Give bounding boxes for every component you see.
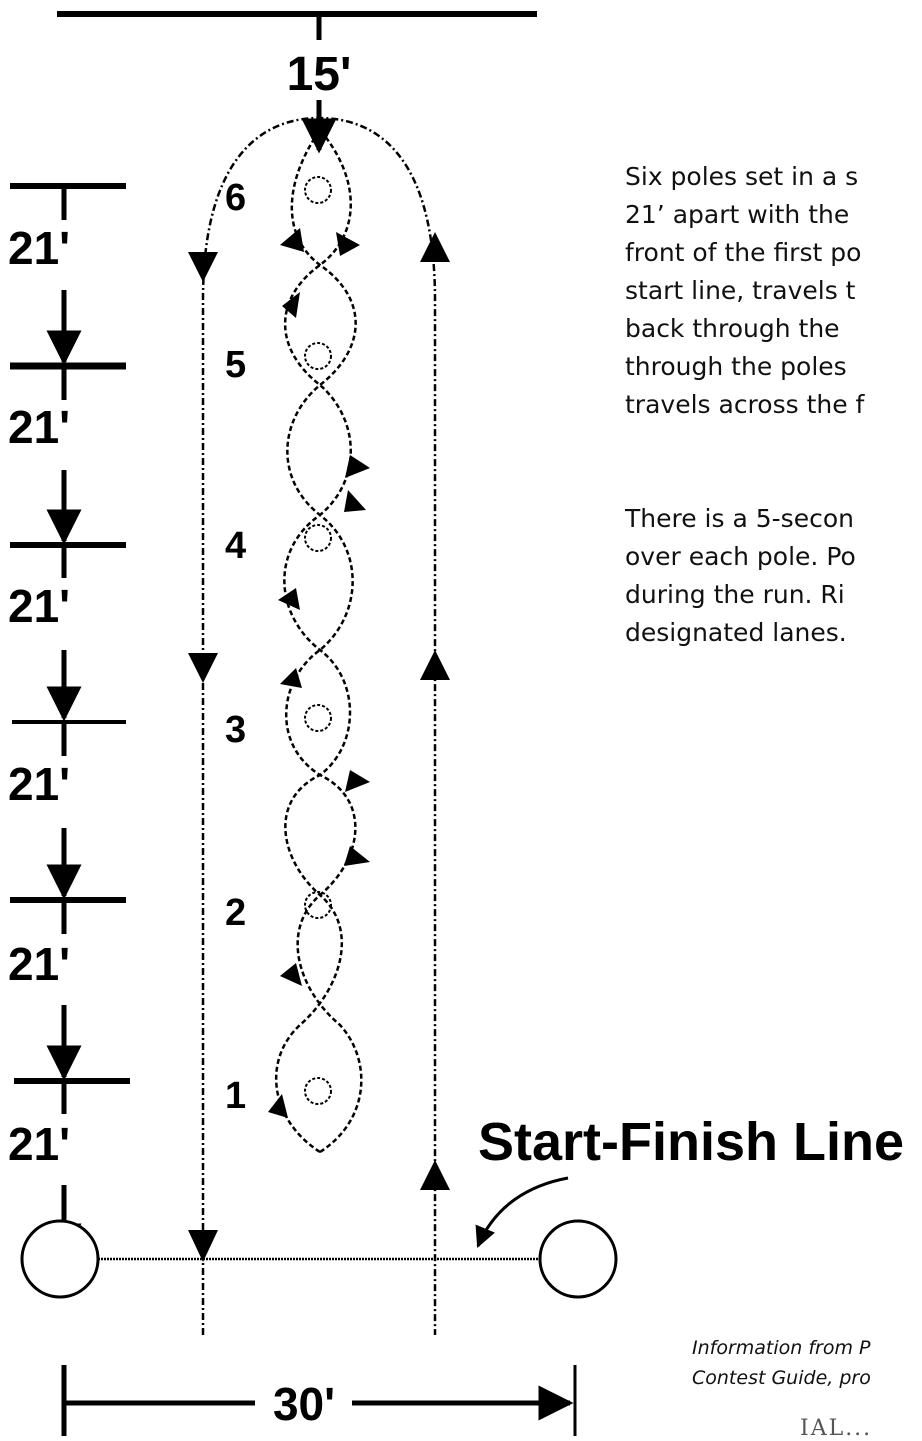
logo-fragment: IAL... — [800, 1416, 873, 1441]
pole-3 — [304, 704, 332, 732]
weave-arrow — [280, 963, 302, 986]
outer-run-path — [201, 116, 437, 1335]
pole-number: 3 — [225, 709, 246, 751]
weave-arrow — [344, 490, 366, 512]
source-credit: Information from P Contest Guide, pro — [692, 1337, 871, 1389]
description-text: Six poles set in a s 21’ apart with the … — [625, 158, 864, 424]
pole-6 — [304, 176, 332, 204]
pole-number: 1 — [225, 1075, 246, 1117]
weave-arrow — [345, 455, 370, 478]
poles — [304, 176, 332, 1105]
weave-arrow — [280, 668, 302, 688]
weave-arrow — [268, 1094, 288, 1118]
top-dimension-label: 15' — [287, 48, 352, 101]
weave-arrow — [336, 232, 360, 256]
spacing-dimension-ladder — [10, 183, 130, 1259]
start-finish-label: Start-Finish Line — [478, 1112, 904, 1172]
weave-arrow — [278, 588, 300, 610]
pole-5 — [304, 342, 332, 370]
pole-number: 2 — [225, 892, 246, 934]
pole-4 — [304, 524, 332, 552]
spacing-label: 21' — [8, 938, 70, 990]
weave-arrow — [282, 292, 300, 318]
spacing-label: 21' — [8, 1118, 70, 1170]
outer-path-arrow — [420, 650, 450, 680]
start-finish-pointer — [475, 1176, 569, 1248]
description-paragraph-1: Six poles set in a s 21’ apart with the … — [625, 162, 865, 419]
description-paragraph-2: There is a 5-secon over each pole. Po du… — [625, 504, 856, 647]
weave-path — [274, 127, 363, 1154]
outer-path-arrow — [420, 232, 450, 262]
outer-path-arrow — [188, 653, 218, 683]
pole-2 — [304, 891, 332, 919]
weave-arrow — [345, 770, 370, 792]
weave-arrow — [280, 228, 304, 252]
pole-number: 6 — [225, 177, 246, 219]
outer-path-arrow — [420, 1160, 450, 1190]
pole-1 — [304, 1077, 332, 1105]
start-marker-left — [20, 1219, 100, 1299]
start-marker-right — [538, 1219, 618, 1299]
description-text-2: There is a 5-secon over each pole. Po du… — [625, 500, 856, 652]
spacing-label: 21' — [8, 580, 70, 632]
width-dimension-label: 30' — [273, 1378, 335, 1430]
spacing-label: 21' — [8, 222, 70, 274]
spacing-label: 21' — [8, 401, 70, 453]
spacing-label: 21' — [8, 758, 70, 810]
pole-number: 5 — [225, 344, 246, 386]
outer-path-arrow — [188, 1230, 218, 1262]
outer-path-arrow — [188, 252, 218, 282]
weave-arrow — [344, 846, 370, 866]
pole-number: 4 — [225, 525, 246, 567]
